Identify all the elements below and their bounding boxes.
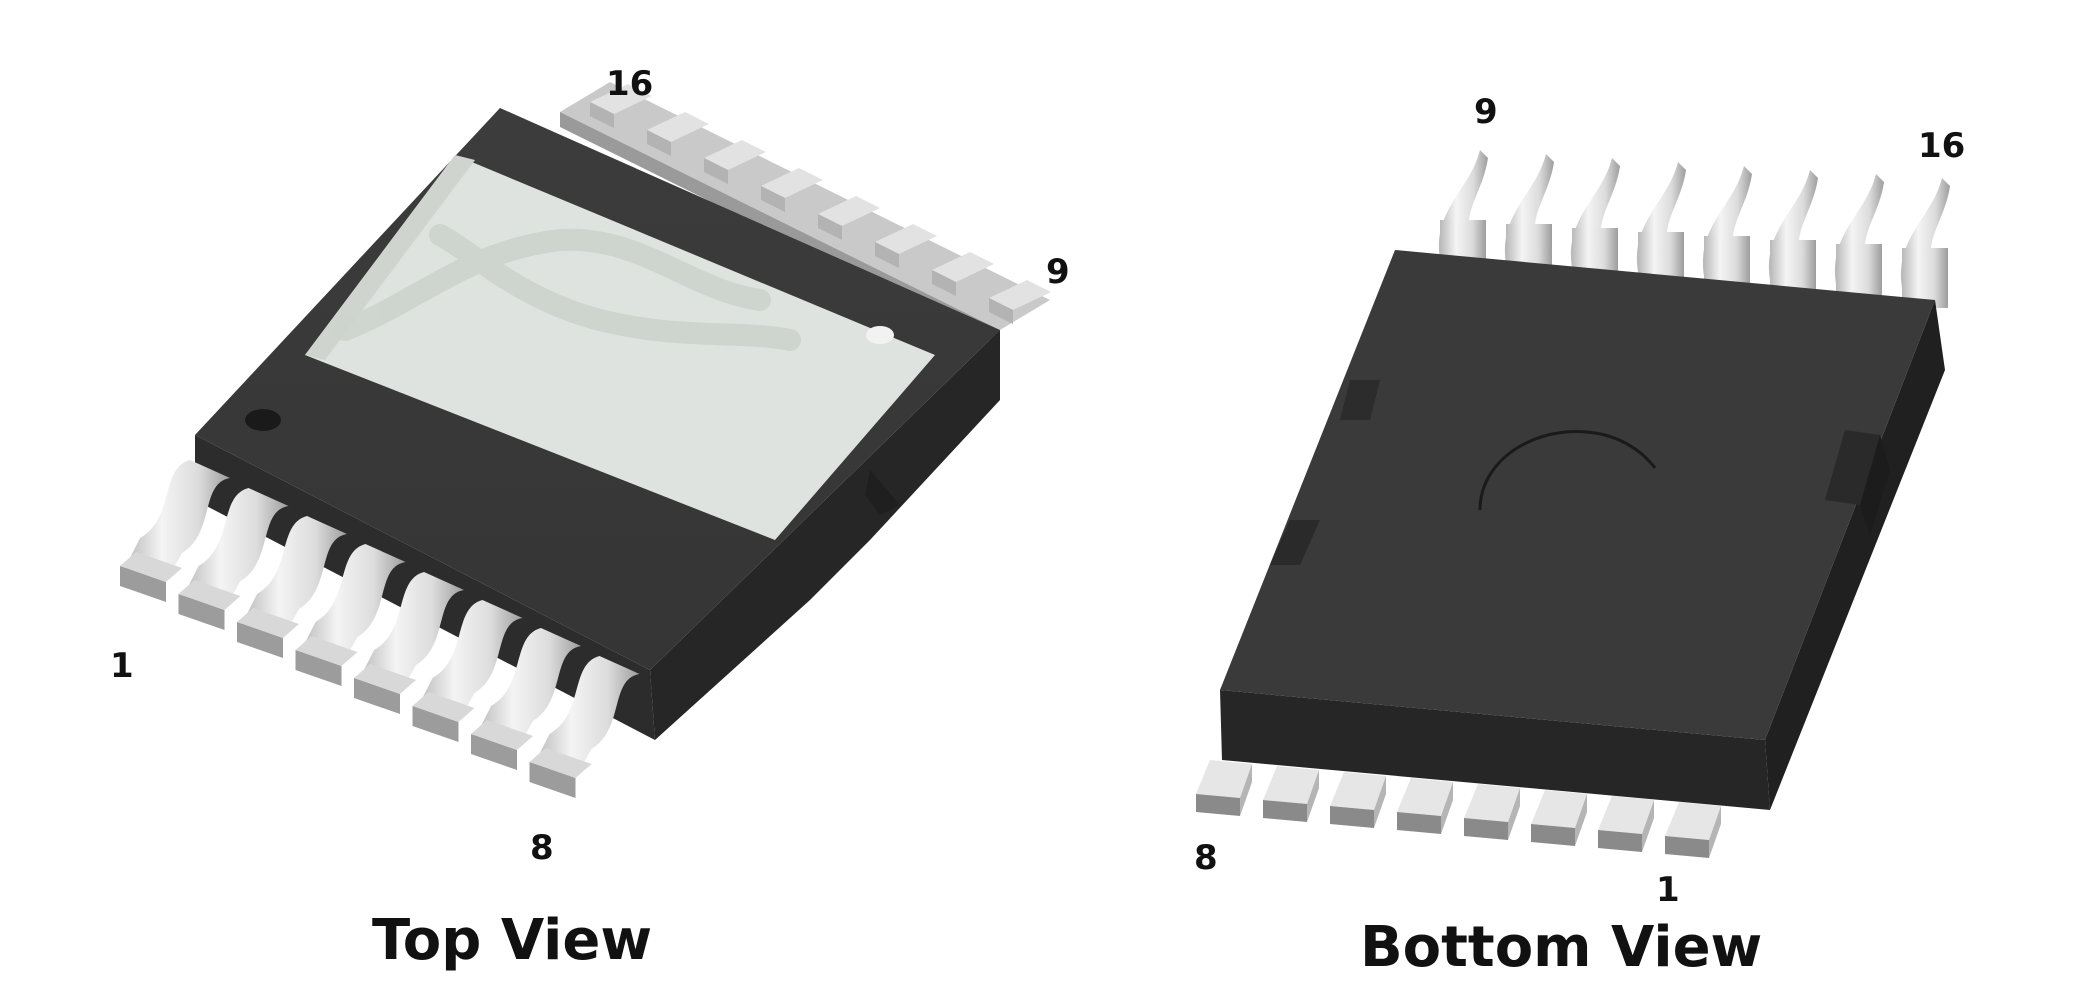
bottom-view-front-lead xyxy=(1531,790,1587,846)
pin1-marker-dot xyxy=(245,409,281,431)
bottom-view-caption: Bottom View xyxy=(1360,915,1763,980)
bottom-view-pin-16-label: 16 xyxy=(1918,126,1966,166)
top-view-back-lead xyxy=(590,84,652,128)
top-view-back-lead xyxy=(989,280,1051,324)
bottom-view-body-top xyxy=(1220,250,1935,740)
top-view-front-lead xyxy=(120,460,230,602)
bottom-view-front-lead xyxy=(1464,784,1520,840)
bottom-view-front-lead xyxy=(1665,802,1721,858)
top-view-caption: Top View xyxy=(372,908,653,973)
top-view-front-lead xyxy=(178,488,289,630)
top-view-package xyxy=(120,82,1051,798)
top-view-body-notch xyxy=(865,470,900,515)
bottom-view-package xyxy=(1196,150,1950,858)
bottom-view-side-step-b xyxy=(1860,435,1890,535)
bottom-view-front-lead xyxy=(1598,796,1654,852)
bottom-view-back-lead xyxy=(1834,174,1884,304)
top-view-back-lead xyxy=(932,252,994,296)
top-view-marking-pad-shade xyxy=(305,155,475,360)
bottom-view-pin-1-label: 1 xyxy=(1656,870,1680,910)
bottom-view-body-right xyxy=(1765,300,1945,810)
top-view-front-lead xyxy=(354,572,464,714)
top-view-pin-8-label: 8 xyxy=(530,828,554,868)
bottom-view-body-front xyxy=(1220,690,1770,810)
top-view-pin-1-label: 1 xyxy=(110,646,134,686)
top-view-front-lead xyxy=(529,656,640,798)
top-view-logo xyxy=(334,224,801,351)
top-view-front-lead xyxy=(295,544,406,686)
top-view-back-lead xyxy=(818,196,880,240)
top-view-front-lead xyxy=(471,628,581,770)
top-view-front-lead xyxy=(237,516,347,658)
top-view-back-lead xyxy=(875,224,937,268)
bottom-view-back-lead xyxy=(1900,178,1950,308)
bottom-view-front-lead xyxy=(1330,772,1386,828)
top-view-corner-dot xyxy=(866,326,894,344)
bottom-view-pin-9-label: 9 xyxy=(1474,92,1498,132)
top-view-back-lead xyxy=(647,112,709,156)
bottom-view-recess xyxy=(1270,520,1320,565)
top-view-front-lead xyxy=(412,600,523,742)
bottom-view-front-lead xyxy=(1196,760,1252,816)
top-view-pin-9-label: 9 xyxy=(1046,252,1070,292)
bottom-view-back-lead xyxy=(1636,162,1686,292)
top-view-body-right xyxy=(650,330,1000,740)
bottom-view-side-step-a xyxy=(1825,430,1880,505)
top-view-back-lead xyxy=(761,168,823,212)
top-view-back-lead-tabs xyxy=(590,84,1051,324)
bottom-view-back-lead xyxy=(1768,170,1818,300)
top-view-pin-16-label: 16 xyxy=(606,64,654,104)
bottom-view-notch xyxy=(1340,380,1380,420)
bottom-view-front-leads xyxy=(1196,760,1721,858)
bottom-view-ejector-mark xyxy=(1478,430,1657,511)
bottom-view-pin-8-label: 8 xyxy=(1194,838,1218,878)
top-view-front-leads xyxy=(120,460,640,798)
bottom-view-back-lead xyxy=(1702,166,1752,296)
top-view-back-lead xyxy=(704,140,766,184)
bottom-view-front-lead xyxy=(1263,766,1319,822)
bottom-view-front-lead xyxy=(1397,778,1453,834)
